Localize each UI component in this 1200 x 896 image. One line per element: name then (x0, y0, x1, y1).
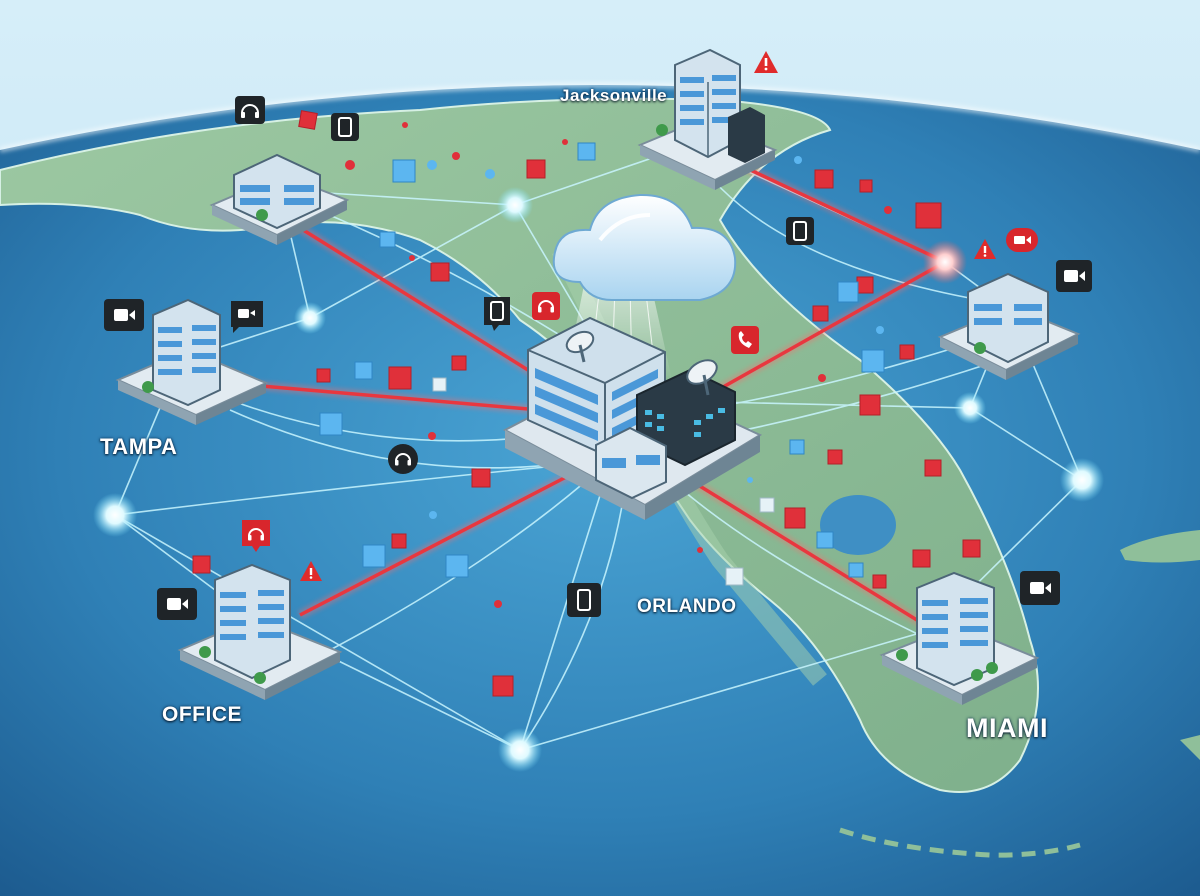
building-icon (527, 316, 666, 457)
warning-icon (974, 239, 996, 259)
satellite-dish-icon (565, 330, 718, 396)
video-camera-icon (1020, 571, 1060, 605)
video-chat-icon (231, 301, 263, 333)
phone-icon (731, 326, 759, 354)
video-camera-icon (1006, 228, 1038, 252)
warning-icon (300, 561, 322, 581)
annex-building (595, 426, 667, 500)
building-north-west (209, 153, 350, 245)
video-camera-icon (157, 588, 197, 620)
headset-icon (532, 292, 560, 320)
city-label-tampa: TAMPA (100, 434, 178, 459)
data-packets (192, 110, 981, 697)
headset-icon (242, 520, 270, 552)
smartphone-icon (786, 217, 814, 245)
network-nodes (93, 187, 1104, 772)
headset-icon (235, 96, 265, 124)
backbone-links (249, 160, 948, 629)
building-jacksonville (637, 48, 778, 190)
video-chat-icon (104, 299, 144, 331)
florida-landmass (0, 97, 1200, 858)
city-label-miami: MIAMI (966, 713, 1048, 743)
city-label-orlando: ORLANDO (637, 596, 737, 617)
building-east-coast (937, 272, 1081, 380)
video-camera-icon (1056, 260, 1092, 292)
lake-okeechobee (820, 495, 896, 555)
headset-icon (388, 444, 418, 474)
city-label-jacksonville: Jacksonville (560, 86, 668, 105)
smartphone-icon (484, 297, 510, 331)
smartphone-icon (331, 113, 359, 141)
building-office (177, 563, 343, 700)
warning-icon (754, 51, 778, 73)
central-data-center (502, 316, 763, 520)
communication-badges (104, 51, 1092, 620)
building-tampa (115, 298, 269, 425)
city-label-office: OFFICE (162, 703, 242, 726)
smartphone-icon (567, 583, 601, 617)
building-miami (879, 571, 1040, 705)
